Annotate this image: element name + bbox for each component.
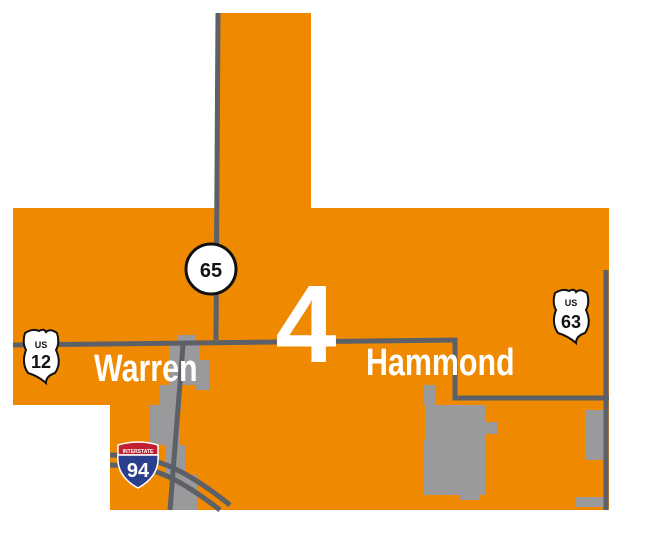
district-4-area: [13, 13, 609, 510]
us-12-shield: US 12: [22, 328, 60, 386]
svg-text:63: 63: [561, 312, 581, 332]
svg-text:65: 65: [200, 260, 222, 282]
svg-text:12: 12: [31, 352, 51, 372]
city-label-warren: Warren: [94, 348, 198, 390]
svg-text:94: 94: [127, 460, 150, 482]
svg-text:US: US: [35, 340, 48, 350]
svg-text:US: US: [565, 298, 578, 308]
us-63-shield: US 63: [552, 288, 590, 346]
route-65-shield: 65: [184, 242, 238, 296]
interstate-94-shield: INTERSTATE 94: [117, 441, 159, 489]
svg-text:INTERSTATE: INTERSTATE: [123, 449, 154, 455]
city-label-hammond: Hammond: [366, 342, 515, 384]
district-number: 4: [275, 263, 336, 386]
